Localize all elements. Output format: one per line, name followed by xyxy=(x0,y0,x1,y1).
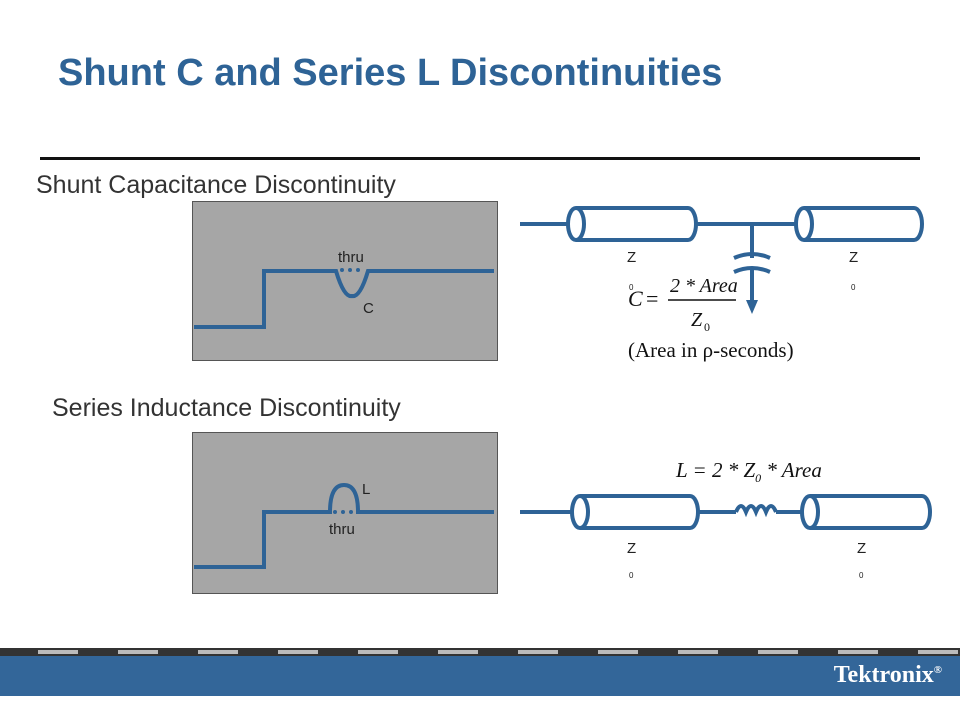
shunt-formula-note: (Area in ρ-seconds) xyxy=(628,338,794,362)
shunt-thru-label: thru xyxy=(338,249,364,266)
footer-dash xyxy=(118,650,158,654)
footer-dash xyxy=(38,650,78,654)
footer-bar xyxy=(0,656,960,696)
shunt-c-label: C xyxy=(363,300,374,317)
ground-arrow-icon xyxy=(746,300,758,314)
shunt-z-right-sub: 0 xyxy=(851,283,856,292)
shunt-formula-denominator: Z xyxy=(691,309,703,331)
footer-dash xyxy=(278,650,318,654)
footer-dash xyxy=(678,650,718,654)
footer-dash xyxy=(438,650,478,654)
shunt-line-schematic xyxy=(520,206,924,302)
shunt-z-right: Z xyxy=(849,249,858,266)
shunt-thru-dots xyxy=(340,268,360,272)
shunt-formula-lhs: C xyxy=(628,286,643,311)
footer-dash xyxy=(358,650,398,654)
shunt-z-left-sub: 0 xyxy=(629,283,634,292)
shunt-z-left: Z xyxy=(627,249,636,266)
series-z-right: Z xyxy=(857,540,866,557)
series-formula: L = 2 * Z0 * Area xyxy=(675,458,822,485)
shunt-formula-numerator: 2 * Area xyxy=(670,275,738,297)
footer-dash xyxy=(758,650,798,654)
series-line-schematic xyxy=(520,494,932,530)
series-z-left: Z xyxy=(627,540,636,557)
title-divider xyxy=(40,157,920,160)
footer-dash xyxy=(838,650,878,654)
shunt-formula-denominator-sub: 0 xyxy=(704,320,710,334)
slide-title: Shunt C and Series L Discontinuities xyxy=(58,52,723,94)
series-thru-label: thru xyxy=(329,521,355,538)
series-z-left-sub: 0 xyxy=(629,571,634,580)
footer-dash xyxy=(598,650,638,654)
series-waveform xyxy=(194,482,494,569)
series-z-right-sub: 0 xyxy=(859,571,864,580)
shunt-waveform xyxy=(194,269,494,329)
shunt-heading: Shunt Capacitance Discontinuity xyxy=(36,171,396,199)
tektronix-logo: Tektronix® xyxy=(833,662,942,688)
series-heading: Series Inductance Discontinuity xyxy=(52,394,401,422)
footer-dash xyxy=(198,650,238,654)
footer-dashes xyxy=(38,650,958,654)
footer-dash xyxy=(518,650,558,654)
footer-dash xyxy=(918,650,958,654)
shunt-formula-equals: = xyxy=(646,286,658,311)
series-thru-dots xyxy=(333,510,353,514)
shunt-tdr-scope xyxy=(192,201,498,361)
series-l-label: L xyxy=(362,481,370,498)
footer-strip xyxy=(0,648,960,656)
